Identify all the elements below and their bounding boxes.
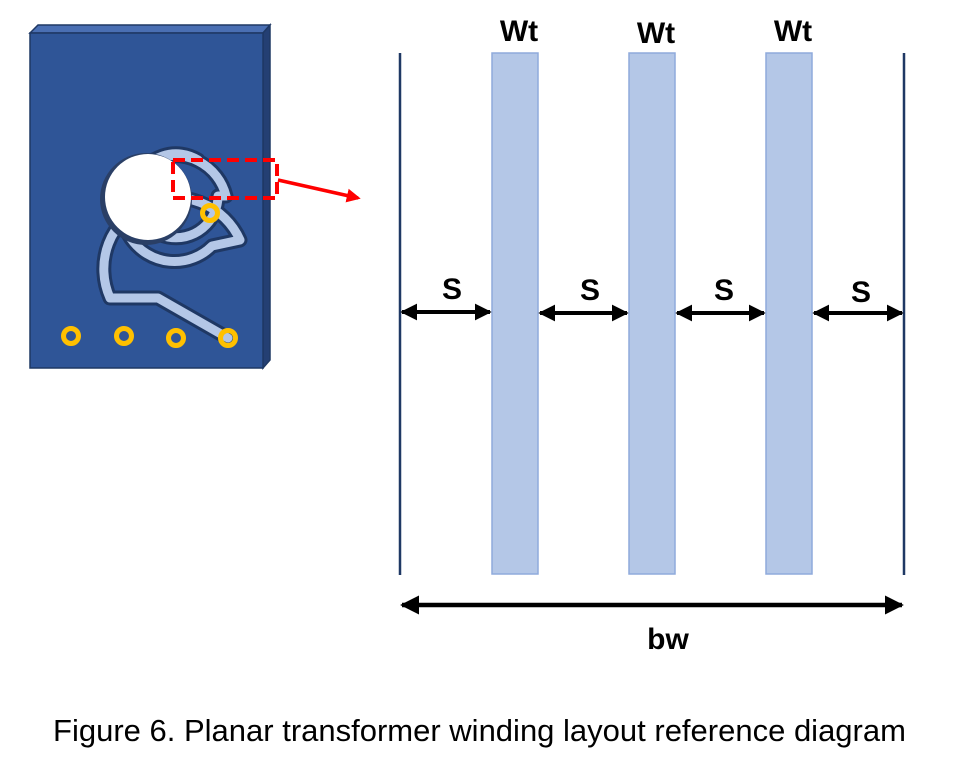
pcb-board-top-edge (28, 24, 272, 34)
spacing-label-3: S (714, 274, 734, 307)
terminal-pad-3 (166, 328, 186, 348)
core-hole (105, 154, 191, 240)
spacing-label-2: S (580, 274, 600, 307)
conductor-width-label-3: Wt (774, 15, 812, 48)
via-pad (200, 203, 220, 223)
conductor-width-label-1: Wt (500, 15, 538, 48)
terminal-pad-4 (218, 328, 238, 348)
conductor-1 (491, 52, 539, 575)
figure-caption: Figure 6. Planar transformer winding lay… (53, 713, 906, 748)
zoom-arrow-icon (277, 178, 361, 203)
terminal-pad-1 (61, 326, 81, 346)
spacing-label-4: S (851, 276, 871, 309)
conductor-2 (628, 52, 676, 575)
conductor-3 (765, 52, 813, 575)
window-width-label: bw (647, 623, 689, 656)
conductor-width-label-2: Wt (637, 17, 675, 50)
terminal-pad-2 (114, 326, 134, 346)
spacing-label-1: S (442, 273, 462, 306)
pcb-planar-coil-icon (28, 23, 272, 370)
